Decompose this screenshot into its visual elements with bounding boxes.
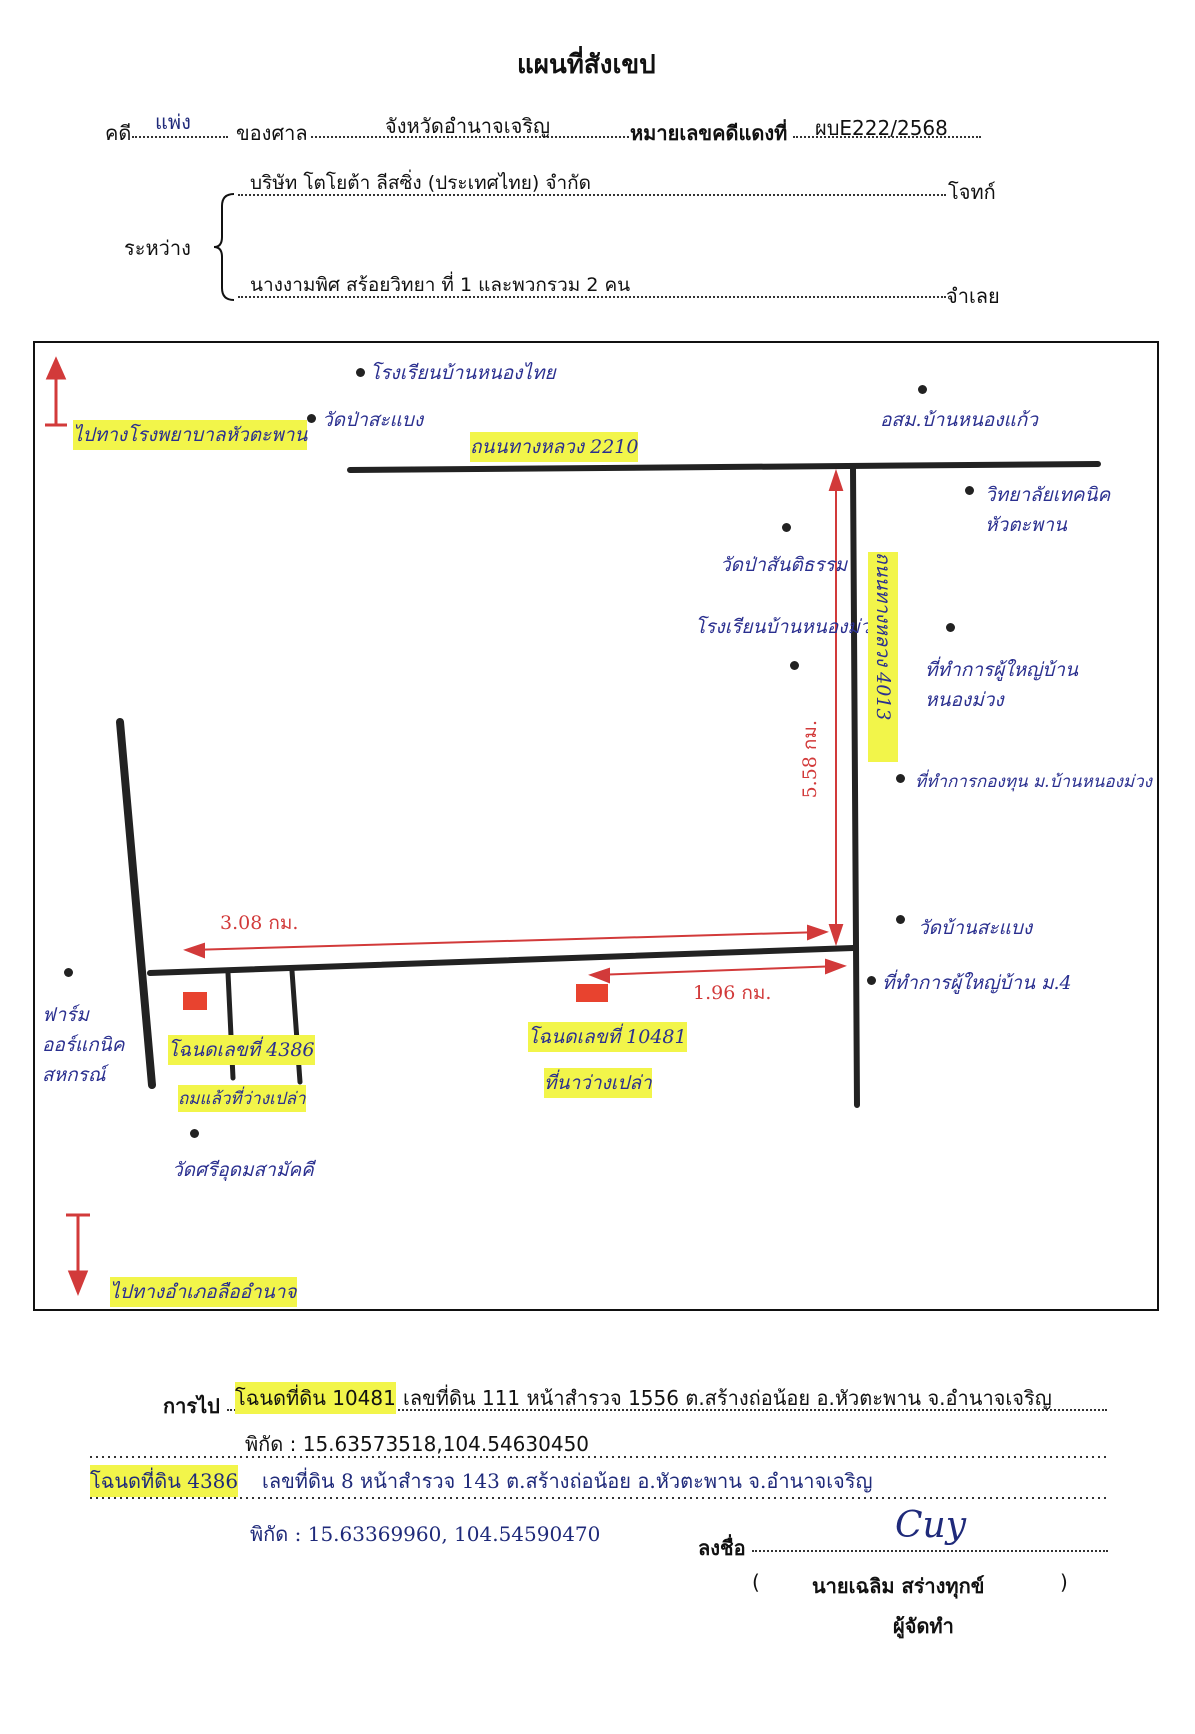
directions-dots — [227, 1387, 1107, 1411]
label-village-head-office: ที่ทำการผู้ใหญ่บ้าน หนองม่วง — [925, 659, 1078, 711]
label-dist-vertical: 5.58 กม. — [799, 720, 821, 799]
label-road-4013: ถนนทางหลวง 4013 — [868, 552, 898, 762]
directions-coords-2: พิกัด : 15.63369960, 104.54590470 — [250, 1522, 601, 1546]
label-temple-mid: วัดป่าสันติธรรม — [720, 554, 848, 576]
label-dist-short: 1.96 กม. — [693, 982, 772, 1004]
plaintiff-role: โจทก์ — [948, 180, 996, 204]
directions-coords-1: พิกัด : 15.63573518,104.54630450 — [245, 1432, 590, 1456]
road-4013 — [850, 465, 860, 1108]
sign-dots — [752, 1530, 1108, 1552]
parcel-4386-marker — [183, 992, 207, 1010]
court-name: จังหวัดอำนาจเจริญ — [385, 114, 551, 138]
label-market: ฟาร์มออร์แกนิค สหกรณ์ — [42, 1004, 125, 1086]
school-mid-dot — [790, 661, 799, 670]
between-label: ระหว่าง — [124, 236, 191, 260]
plaintiff-dots — [238, 172, 946, 196]
temple-top-dot — [307, 414, 316, 423]
directions-label: การไป — [163, 1394, 220, 1418]
south-arrow — [66, 1213, 90, 1297]
directions-deed-2: โฉนดที่ดิน 4386 — [90, 1465, 239, 1497]
temple-bottom-dot — [190, 1129, 199, 1138]
map-frame — [33, 341, 1159, 1311]
label-temple-low: วัดบ้านสะแบง — [918, 917, 1033, 939]
label-road-2210: ถนนทางหลวง 2210 — [470, 432, 639, 462]
sign-label: ลงชื่อ — [698, 1536, 746, 1560]
school-top-dot — [356, 368, 365, 377]
label-dist-left: 3.08 กม. — [220, 912, 299, 934]
plaintiff-name: บริษัท โตโยต้า ลีสซิ่ง (ประเทศไทย) จำกัด — [250, 172, 592, 194]
road-2210 — [347, 461, 1101, 473]
brace — [213, 193, 235, 301]
label-deed-4386-status: ถมแล้วที่ว่างเปล่า — [178, 1085, 306, 1112]
label-deed-10481: โฉนดเลขที่ 10481 — [528, 1022, 687, 1052]
label-village-office-4: ที่ทำการผู้ใหญ่บ้าน ม.4 — [882, 972, 1072, 994]
case-label: คดี — [105, 121, 132, 145]
village-fund-dot — [896, 774, 905, 783]
road-local-horizontal — [147, 945, 856, 976]
red-case-dots — [793, 114, 981, 138]
directions-details-1: เลขที่ดิน 111 หน้าสำรวจ 1556 ต.สร้างถ่อน… — [403, 1386, 1052, 1410]
lane-2 — [289, 968, 303, 1085]
north-arrow — [45, 356, 67, 427]
temple-low-dot — [896, 915, 905, 924]
sign-open-paren: ( — [752, 1570, 760, 1594]
label-college: วิทยาลัยเทคนิค หัวตะพาน — [985, 484, 1111, 536]
dist-left-arrow — [189, 931, 823, 951]
sign-close-paren: ) — [1060, 1570, 1068, 1594]
label-deed-4386: โฉนดเลขที่ 4386 — [168, 1035, 315, 1065]
parcel-10481-marker — [576, 984, 608, 1002]
label-deed-10481-status: ที่นาว่างเปล่า — [544, 1068, 652, 1098]
court-label: ของศาล — [236, 121, 308, 145]
case-dots — [132, 114, 228, 138]
label-village-fund: ที่ทำการกองทุน ม.บ้านหนองม่วง — [915, 772, 1152, 792]
case-type: แพ่ง — [155, 110, 191, 134]
court-dots — [311, 114, 629, 138]
signer-role: ผู้จัดทำ — [893, 1614, 954, 1638]
defendant-name: นางงามพิศ สร้อยวิทยา ที่ 1 และพวกรวม 2 ค… — [250, 274, 631, 296]
red-case-number: ผบE222/2568 — [815, 116, 948, 140]
label-school-top: โรงเรียนบ้านหนองไทย — [370, 362, 556, 384]
market-dot — [64, 968, 73, 977]
label-to-north: ไปทางโรงพยาบาลหัวตะพาน — [73, 420, 308, 450]
village-office-4-dot — [867, 976, 876, 985]
road-local-vertical — [116, 718, 156, 1089]
dist-short-arrow — [594, 965, 841, 976]
red-case-label: หมายเลขคดีแดงที่ — [630, 121, 788, 145]
page-title: แผนที่สังเขป — [517, 50, 656, 80]
directions-details-2: เลขที่ดิน 8 หน้าสำรวจ 143 ต.สร้างถ่อน้อย… — [262, 1469, 873, 1493]
label-temple-top: วัดป่าสะแบง — [322, 409, 424, 431]
health-center-dot — [918, 385, 927, 394]
label-temple-bottom: วัดศรีอุดมสามัคคี — [172, 1159, 314, 1181]
college-dot — [965, 486, 974, 495]
village-head-dot — [946, 623, 955, 632]
defendant-role: จำเลย — [946, 284, 1000, 308]
defendant-dots — [238, 274, 946, 298]
signer-name: นายเฉลิม สร่างทุกข์ — [812, 1574, 985, 1598]
label-health-center: อสม.บ้านหนองแก้ว — [880, 409, 1038, 431]
label-to-south: ไปทางอำเภอลืออำนาจ — [110, 1277, 297, 1307]
signature-mark: Cuy — [895, 1505, 967, 1546]
directions-deed-1: โฉนดที่ดิน 10481 — [235, 1382, 396, 1414]
label-school-mid: โรงเรียนบ้านหนองม่วง — [695, 616, 880, 638]
temple-mid-dot — [782, 523, 791, 532]
